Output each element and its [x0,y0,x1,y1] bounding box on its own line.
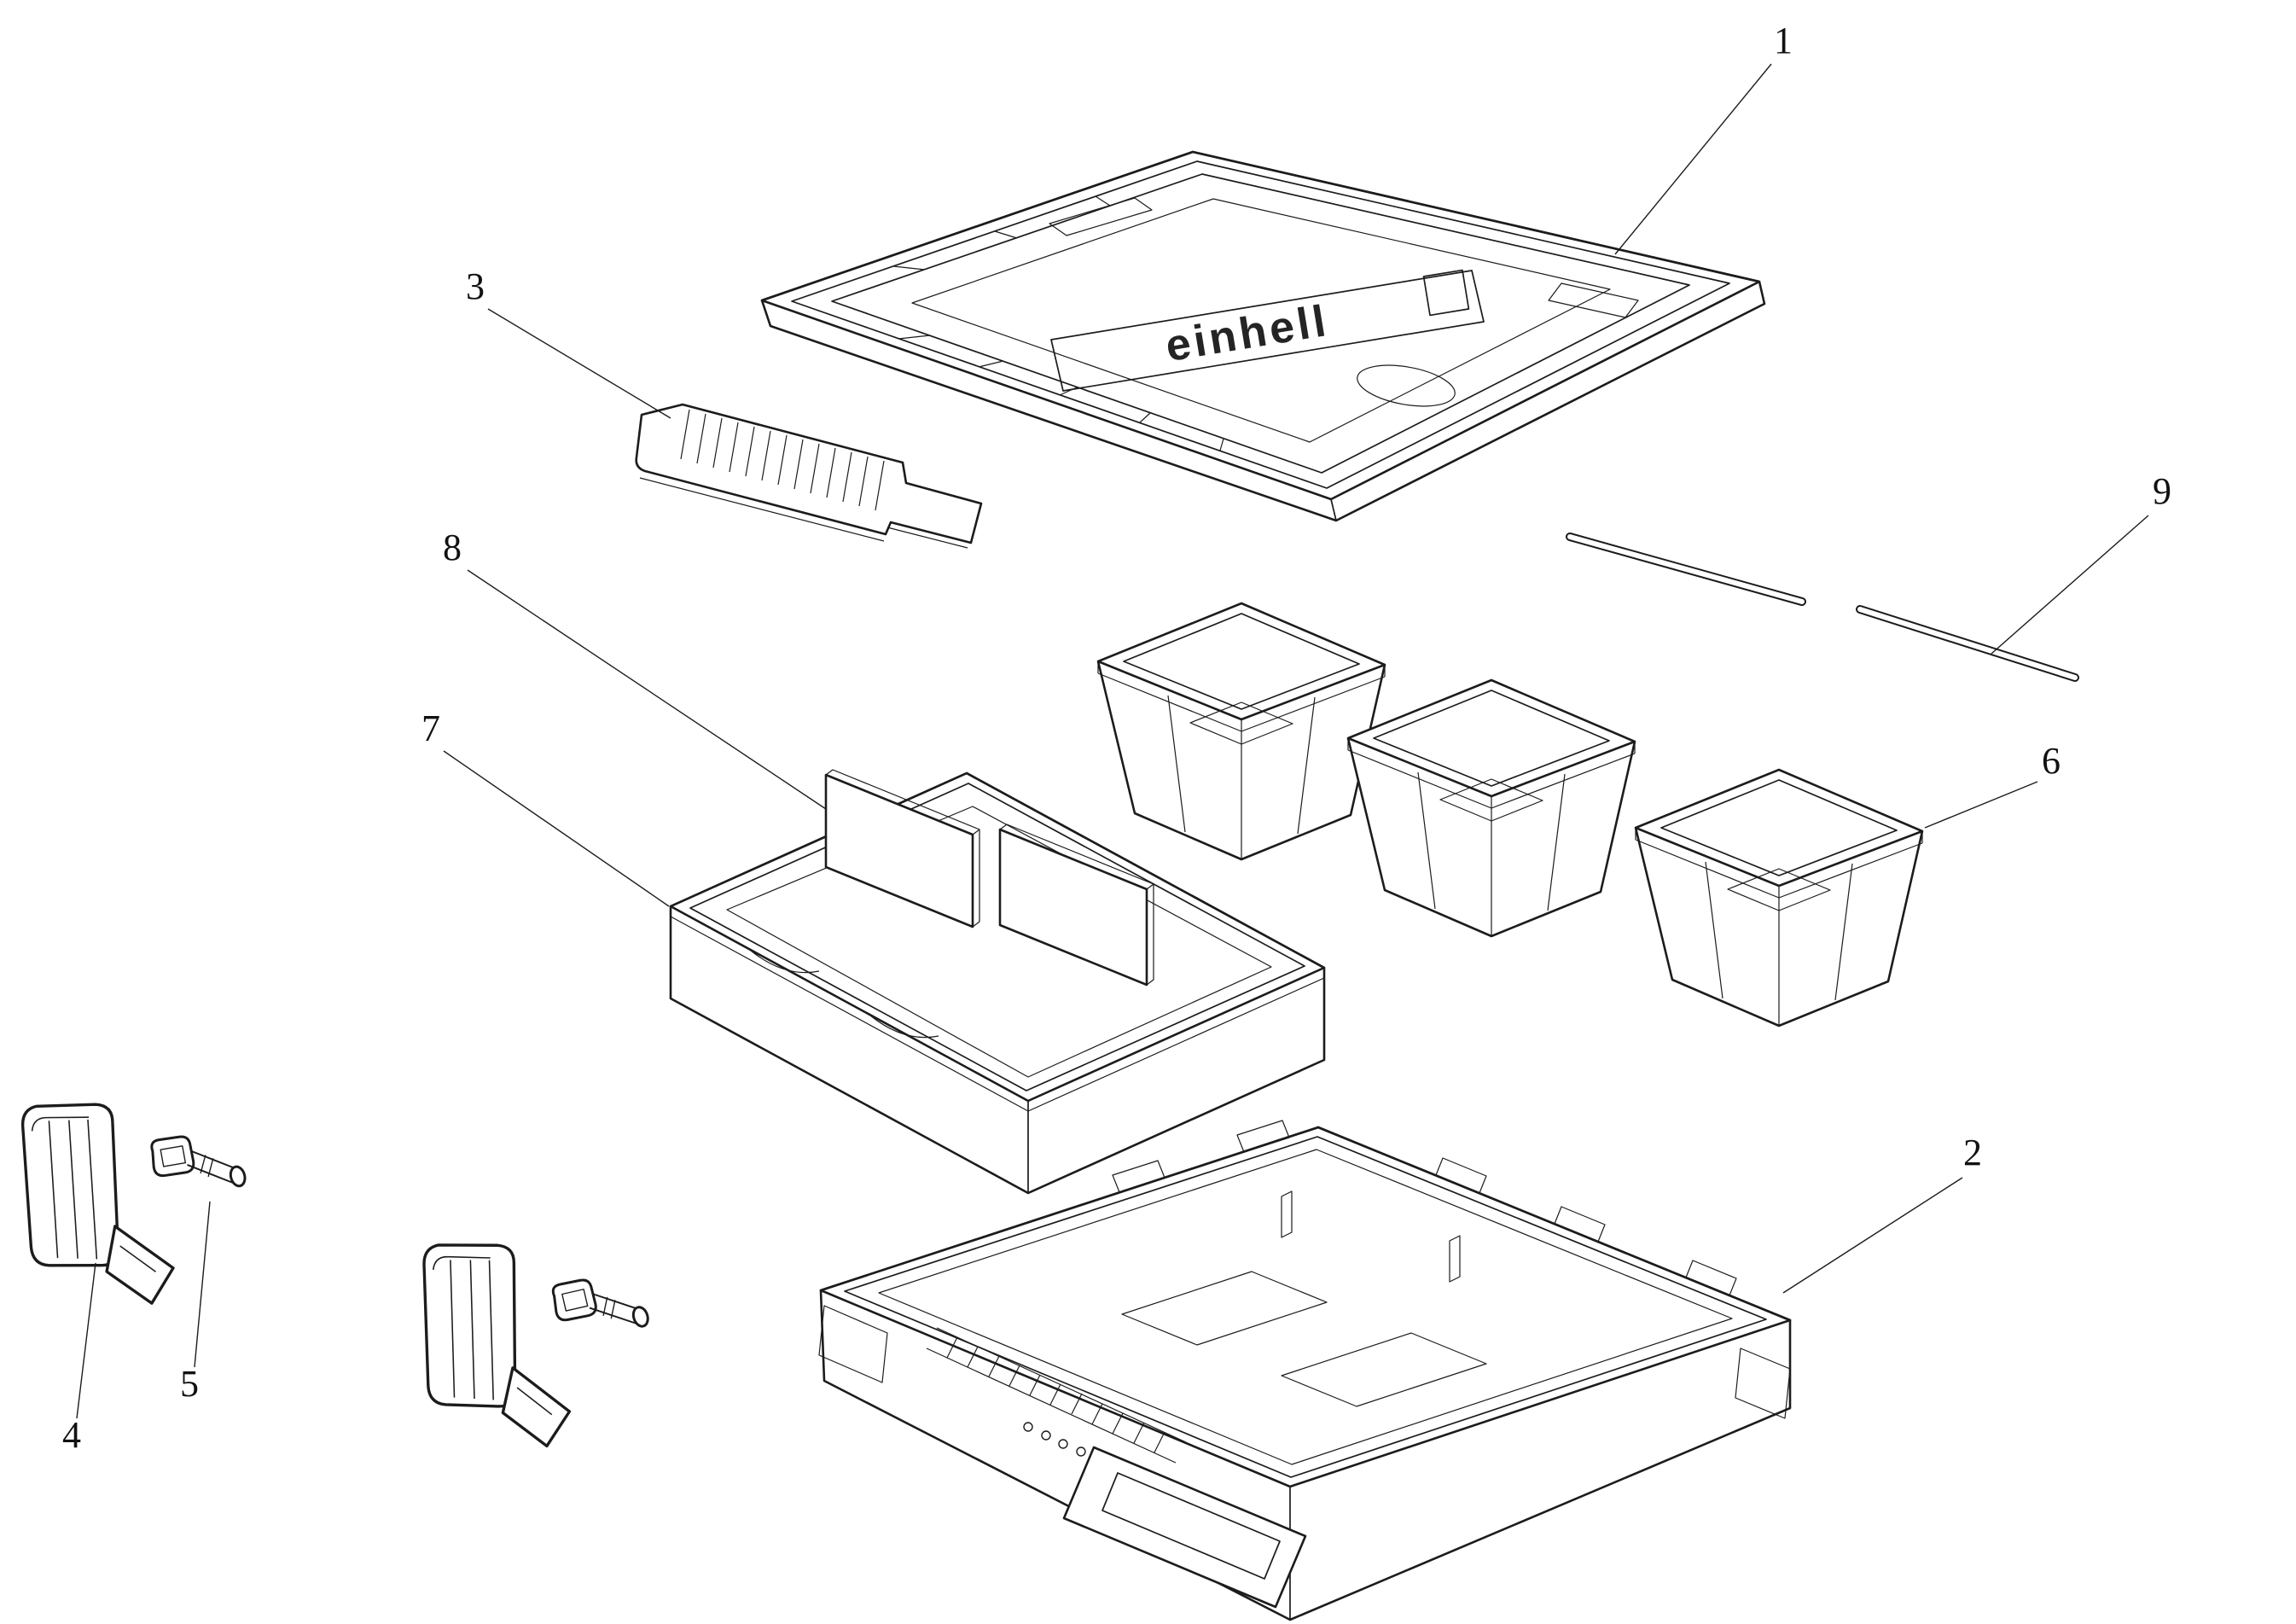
base-divider-fins [1281,1190,1461,1283]
rod-pins [1566,533,2079,682]
tray-walls [670,906,1325,1194]
hinge-pin-1 [148,1133,251,1190]
lid-inner-outline-2 [831,173,1690,474]
callout-7-number: 7 [421,707,440,749]
base-handle [1062,1446,1307,1609]
latch-clip-2 [419,1237,573,1454]
lid-round-recess [1357,364,1456,407]
divider-1-thickness [825,769,980,928]
callout-2-number: 2 [1963,1132,1982,1173]
callout-8-leader [467,569,827,810]
callout-9: 9 [1991,470,2171,655]
callout-6-leader [1924,781,2038,829]
divider-2-thickness [999,824,1154,986]
rod-1-highlight [1567,534,1805,604]
callout-8-number: 8 [443,527,462,568]
latch-rack-lower-edge [639,477,968,549]
base-floor [878,1149,1733,1465]
callout-1-leader [1614,63,1772,255]
callout-9-leader [1991,515,2149,655]
base-latch-tabs-left [1112,1120,1290,1193]
base-handle-slot [1101,1472,1281,1580]
callout-4-leader [76,1262,96,1419]
callout-7: 7 [421,707,670,907]
callout-1-number: 1 [1774,20,1793,61]
case-base-part [818,1120,1792,1621]
callout-5-number: 5 [180,1363,199,1405]
callout-6-number: 6 [2042,740,2061,782]
divider-panel-1 [824,769,980,928]
callout-1: 1 [1614,20,1793,255]
callout-4-number: 4 [62,1414,81,1456]
latch-rack-body [635,403,983,544]
callout-5-leader [194,1201,211,1368]
callout-7-leader [443,750,670,907]
base-inner-rim [844,1136,1767,1478]
lid-thickness-edges [761,281,1765,521]
lid-recessed-panel [911,198,1611,443]
callout-4: 4 [62,1262,96,1456]
callout-3-number: 3 [466,265,485,307]
hinge-pin-2 [551,1278,652,1330]
bin-2 [1346,678,1636,938]
lid-corner-details [1049,197,1639,318]
lid-inner-outline-1 [791,160,1730,489]
base-silhouette [819,1126,1792,1621]
tray-rim-thickness [670,916,1325,1112]
latch-rack-ribs [680,409,885,511]
latch-clip-1 [17,1094,178,1315]
callout-9-number: 9 [2153,470,2171,512]
callout-3-leader [487,308,671,419]
lid-logo-plate [1050,270,1485,392]
base-floor-recesses [1121,1271,1487,1407]
callout-2-leader [1782,1177,1963,1294]
latch-rack-part [635,403,983,549]
bin-1 [1096,602,1386,861]
callouts: 1 2 3 4 5 6 7 8 [62,20,2171,1456]
callout-6: 6 [1924,740,2061,829]
lid-part: einhell [760,150,1766,522]
base-grip-serration [926,1327,1187,1464]
callout-5: 5 [180,1201,211,1405]
lid-rib-ticks [892,195,1224,451]
divider-panel-2 [998,824,1154,987]
base-latch-tabs-right [1435,1157,1737,1296]
tray-grip-scallops [750,950,939,1039]
base-side-housings [818,1305,1791,1419]
rod-2-highlight [1857,607,2078,680]
lid-logo-symbol-icon [1422,269,1470,317]
callout-3: 3 [466,265,671,419]
bin-3 [1634,768,1924,1027]
callout-2: 2 [1782,1132,1982,1294]
callout-8: 8 [443,527,827,810]
